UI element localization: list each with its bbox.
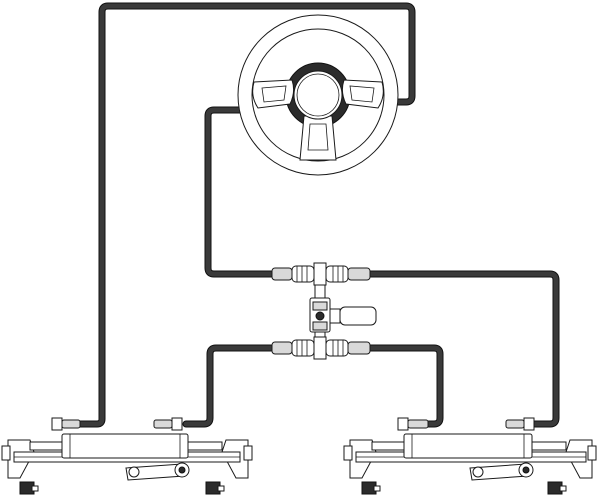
spoke-bottom	[299, 115, 337, 161]
steering-helm	[237, 14, 399, 176]
hose-lower-tee-to-left-cylinder	[182, 344, 276, 428]
spoke-right	[341, 79, 384, 109]
valve-handle	[339, 306, 377, 326]
cylinder-left-barrel	[61, 433, 189, 459]
tee-fitting-upper	[271, 262, 371, 300]
spoke-left	[252, 79, 295, 109]
hose-network	[76, 2, 560, 428]
cylinder-right-barrel	[403, 433, 533, 459]
tee-fitting-lower	[271, 336, 371, 360]
cylinder-left	[1, 417, 253, 495]
bypass-valve	[309, 297, 377, 341]
hose-lower-tee-to-right-cylinder	[366, 344, 444, 428]
cylinder-right	[343, 417, 597, 495]
steering-center-cap	[293, 70, 343, 120]
